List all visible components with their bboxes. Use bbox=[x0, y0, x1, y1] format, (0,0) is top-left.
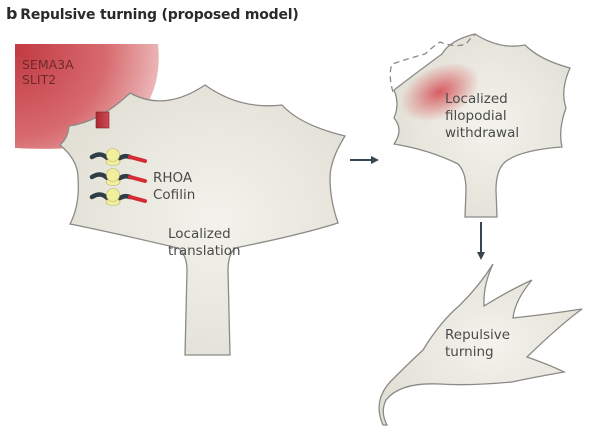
mrna-strand bbox=[89, 188, 147, 206]
growth-cone-turning bbox=[378, 263, 583, 426]
mrna-strand bbox=[89, 168, 147, 186]
title-text: Repulsive turning (proposed model) bbox=[20, 7, 299, 23]
growth-cone-left bbox=[58, 84, 347, 356]
repulsive-turning-line1: Repulsive bbox=[445, 327, 511, 343]
filopodial-withdrawal-line1: Localized bbox=[445, 91, 508, 107]
panel-letter: b bbox=[6, 4, 18, 23]
repulsive-turning-label: Repulsive turning bbox=[445, 327, 510, 361]
localized-translation-line1: Localized bbox=[168, 226, 231, 242]
mrna-group bbox=[89, 148, 147, 206]
receptor bbox=[95, 111, 110, 129]
filopodial-withdrawal-line3: withdrawal bbox=[445, 125, 520, 141]
retracted-filopodia-outline bbox=[389, 33, 477, 93]
cue-label: SEMA3A SLIT2 bbox=[22, 57, 74, 87]
mrna-strand bbox=[89, 148, 147, 166]
localized-translation-label: Localized translation bbox=[168, 226, 241, 260]
protein-label-rhoa: RHOA bbox=[153, 170, 193, 186]
cue-label-line1: SEMA3A bbox=[22, 57, 74, 72]
protein-label: RHOA Cofilin bbox=[153, 170, 195, 204]
repulsive-turning-line2: turning bbox=[445, 344, 494, 360]
localized-translation-line2: translation bbox=[168, 243, 241, 259]
withdrawal-signal bbox=[400, 62, 480, 122]
cue-label-line2: SLIT2 bbox=[22, 72, 57, 87]
filopodial-withdrawal-line2: filopodial bbox=[445, 108, 507, 124]
protein-label-cofilin: Cofilin bbox=[153, 187, 196, 203]
filopodial-withdrawal-label: Localized filopodial withdrawal bbox=[445, 91, 519, 142]
